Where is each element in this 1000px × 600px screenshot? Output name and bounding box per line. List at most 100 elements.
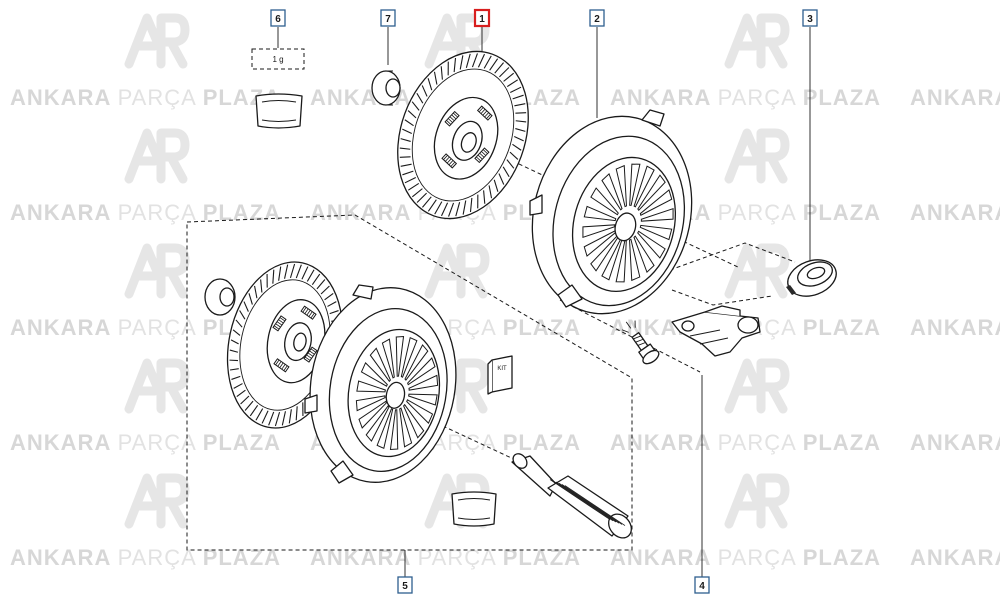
friction-groove	[499, 67, 510, 78]
friction-groove	[278, 266, 282, 281]
spring-finger	[615, 164, 627, 208]
friction-groove	[434, 201, 443, 215]
callout-1[interactable]: 1	[473, 8, 491, 28]
kit-instruction-sheet: KIT	[487, 355, 513, 395]
spring-finger	[629, 238, 641, 282]
watermark-logo	[724, 243, 790, 299]
spring-finger	[381, 338, 395, 379]
watermark-logo	[724, 128, 790, 184]
watermark-text: ANKARA PARÇA PLAZA	[910, 315, 1000, 340]
friction-groove	[400, 163, 412, 167]
friction-groove	[400, 138, 411, 142]
callout-5[interactable]: 5	[397, 576, 413, 594]
watermark-text: ANKARA PARÇA PLAZA	[910, 200, 1000, 225]
grease-qty-box	[251, 48, 305, 70]
friction-groove	[494, 62, 504, 74]
friction-groove	[404, 177, 416, 184]
damper-spring	[303, 346, 318, 363]
callout-4[interactable]: 4	[694, 576, 710, 594]
spring-finger	[376, 408, 394, 450]
friction-groove	[239, 310, 246, 320]
instruction-sheet-label: KIT	[497, 366, 507, 372]
watermark-text: ANKARA PARÇA PLAZA	[10, 430, 281, 455]
callout-2[interactable]: 2	[589, 9, 605, 27]
callout-7[interactable]: 7	[380, 9, 396, 27]
kit-pressure-plate	[304, 284, 457, 484]
grease-sachet	[255, 93, 303, 129]
spring-finger	[389, 409, 399, 451]
friction-groove	[416, 92, 424, 104]
watermark-logo	[424, 243, 490, 299]
watermark-logo	[724, 13, 790, 69]
damper-spring	[474, 147, 490, 164]
clutch-disc-item-1	[397, 50, 529, 220]
friction-groove	[489, 58, 499, 71]
friction-groove	[243, 301, 249, 312]
spring-finger	[365, 405, 390, 442]
release-bearing-item-3	[786, 259, 837, 297]
kit-disc-damper-springs	[272, 305, 318, 373]
friction-groove	[274, 411, 281, 427]
friction-groove	[514, 103, 526, 107]
friction-groove	[503, 72, 515, 82]
grease-kit-item-6: 1 g	[251, 48, 305, 129]
friction-groove	[248, 293, 253, 305]
friction-groove	[514, 135, 524, 142]
friction-groove	[455, 202, 461, 217]
friction-groove	[512, 143, 522, 151]
friction-groove	[232, 329, 241, 336]
spring-finger	[637, 174, 666, 212]
callout-number: 6	[275, 14, 281, 25]
friction-groove	[324, 292, 334, 301]
friction-groove	[462, 200, 467, 215]
spring-finger	[582, 224, 616, 239]
friction-groove	[329, 310, 339, 315]
friction-groove	[411, 101, 420, 111]
spring-finger	[407, 357, 436, 386]
friction-groove	[440, 66, 443, 80]
friction-groove	[320, 285, 330, 295]
friction-groove	[427, 78, 433, 91]
callout-number: 4	[699, 581, 705, 592]
spring-finger	[403, 403, 425, 439]
spring-finger	[637, 230, 666, 259]
friction-groove	[295, 264, 302, 279]
spline	[549, 479, 611, 520]
friction-groove	[407, 110, 417, 119]
friction-groove	[506, 79, 519, 88]
watermark-text: ANKARA PARÇA PLAZA	[10, 85, 281, 110]
friction-groove	[421, 85, 428, 97]
friction-groove	[509, 151, 519, 160]
spring-finger	[590, 187, 619, 216]
friction-groove	[515, 128, 526, 132]
friction-groove	[506, 159, 515, 169]
friction-groove	[402, 128, 412, 135]
friction-groove	[240, 395, 250, 405]
friction-groove	[404, 119, 414, 127]
friction-groove	[411, 188, 423, 198]
callout-6[interactable]: 6	[270, 9, 286, 27]
friction-groove	[512, 94, 524, 100]
callout-3[interactable]: 3	[802, 9, 818, 27]
callout-number: 2	[594, 14, 600, 25]
friction-groove	[498, 173, 505, 185]
watermark-text: ANKARA PARÇA PLAZA	[610, 85, 881, 110]
friction-groove	[402, 170, 414, 176]
damper-spring	[441, 153, 458, 169]
pressure-plate-item-2	[529, 109, 693, 315]
friction-groove	[261, 410, 269, 424]
friction-groove	[510, 86, 522, 93]
friction-groove	[236, 389, 246, 398]
damper-spring	[272, 315, 287, 332]
bolt-item-4	[621, 320, 660, 365]
friction-groove	[483, 190, 486, 204]
friction-groove	[281, 411, 286, 426]
friction-groove	[469, 197, 473, 213]
disc-friction-grooves	[399, 53, 527, 217]
watermark-text: ANKARA PARÇA PLAZA	[610, 545, 881, 570]
spring-finger	[601, 172, 623, 211]
friction-groove	[229, 368, 239, 371]
friction-groove	[433, 71, 438, 85]
friction-groove	[416, 192, 427, 203]
friction-groove	[254, 285, 258, 299]
